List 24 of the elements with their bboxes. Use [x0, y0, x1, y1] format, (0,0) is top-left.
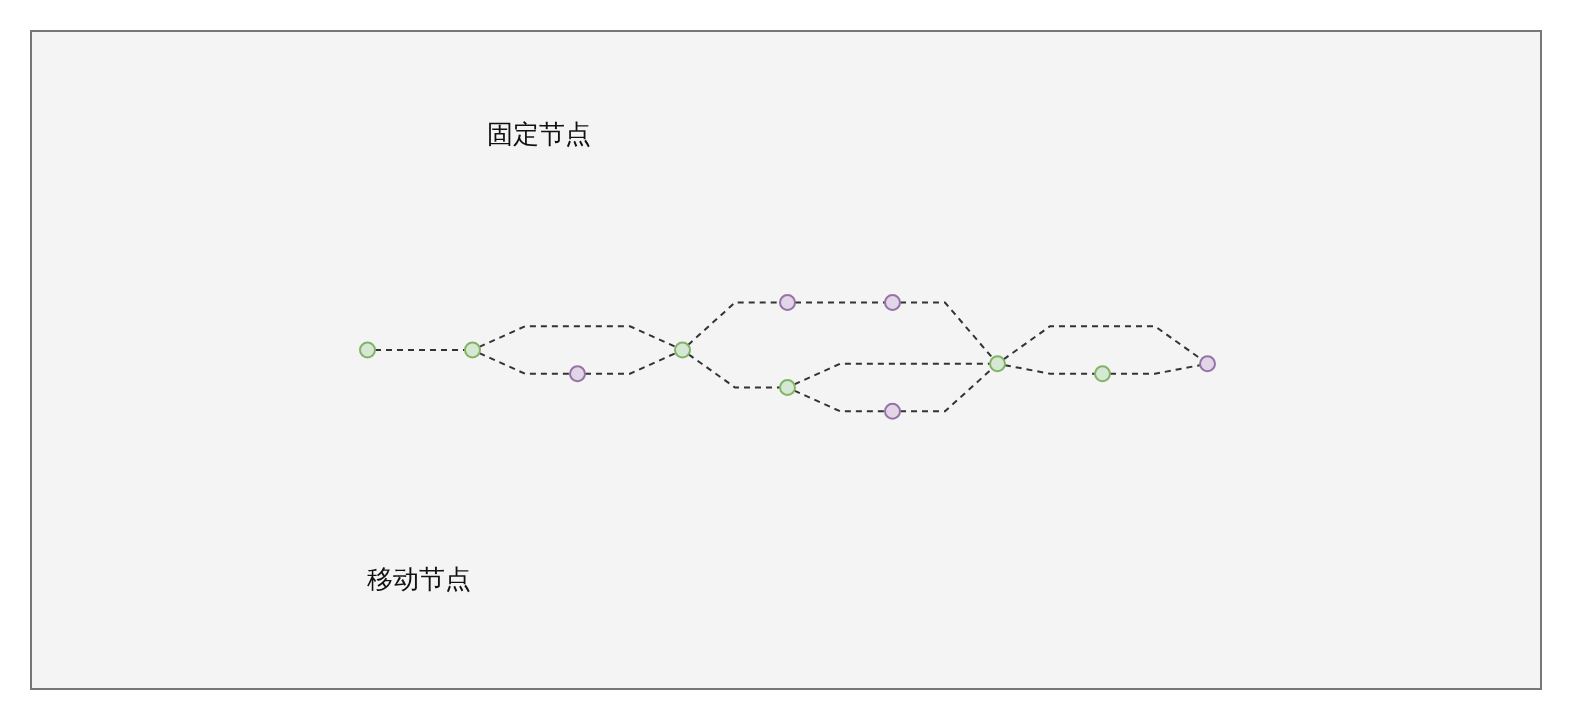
connector [1003, 364, 1096, 375]
node-circle [358, 341, 376, 359]
connector [583, 352, 677, 375]
connector [792, 362, 991, 386]
connector [793, 301, 886, 304]
node-circle [1093, 365, 1111, 383]
text-label: 固定节点 [487, 118, 591, 151]
node-circle [463, 341, 481, 359]
connector [477, 325, 677, 349]
node-circle [778, 379, 796, 397]
connector [898, 301, 994, 360]
node-circle [568, 365, 586, 383]
connector [792, 389, 886, 413]
node-circle [778, 294, 796, 312]
node-circle [883, 294, 901, 312]
connector [1108, 364, 1201, 375]
node-circle [1198, 355, 1216, 373]
node-circle [883, 402, 901, 420]
connector [687, 353, 781, 389]
connector [373, 349, 466, 352]
node-circle [988, 355, 1006, 373]
text-label: 移动节点 [367, 563, 471, 596]
connector [477, 352, 571, 375]
node-circle [673, 341, 691, 359]
